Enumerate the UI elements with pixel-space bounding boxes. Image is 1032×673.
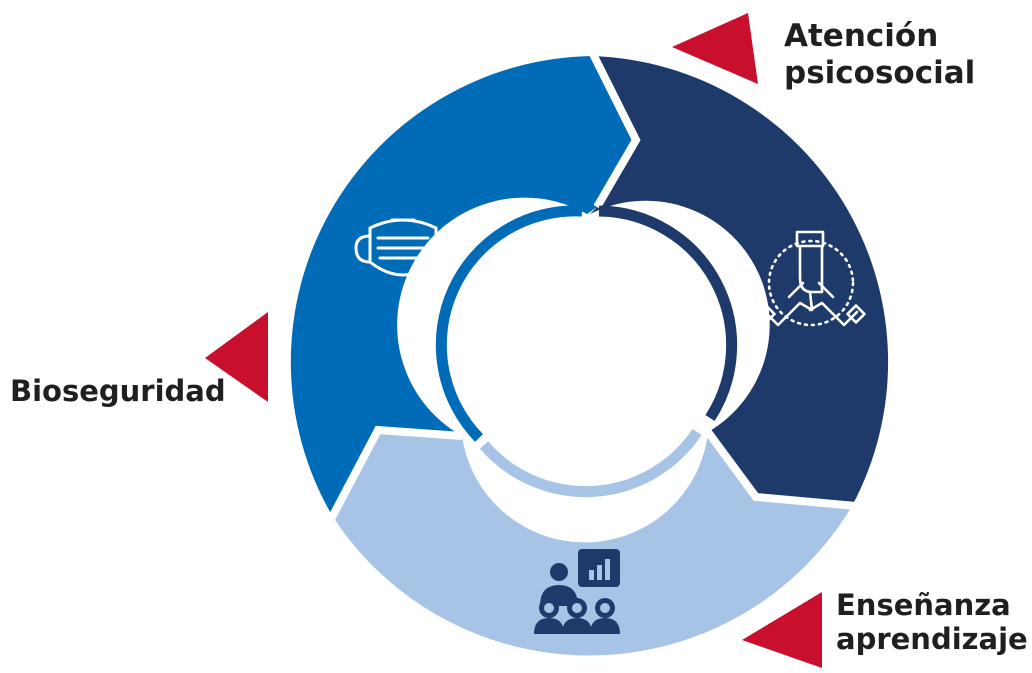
label-bioseguridad: Bioseguridad [10, 374, 226, 408]
label-atencion-line2: psicosocial [784, 54, 976, 91]
separator-right [704, 429, 857, 510]
arrow-atencion [672, 13, 758, 84]
label-atencion-psicosocial: Atención psicosocial [784, 18, 975, 91]
arrow-ensenanza [742, 592, 822, 668]
separator-top [588, 50, 641, 210]
label-ensenanza-line1: Enseñanza [836, 588, 1011, 622]
label-ensenanza-aprendizaje: Enseñanza aprendizaje [836, 588, 1028, 656]
inner-arc-ensenanza [479, 428, 702, 498]
inner-arc-bioseguridad [435, 205, 583, 442]
inner-arc-atencion [598, 205, 738, 421]
label-bioseguridad-line1: Bioseguridad [10, 374, 226, 408]
label-ensenanza-line2: aprendizaje [836, 622, 1028, 657]
face-mask-icon [354, 218, 452, 277]
group-presentation-icon [534, 549, 620, 634]
arrow-bioseguridad [205, 312, 268, 402]
segment-bioseguridad [290, 56, 636, 517]
segment-ensenanza [333, 430, 852, 656]
center-circle [470, 217, 710, 457]
hands-together-icon [756, 230, 866, 327]
label-atencion-line1: Atención [784, 18, 939, 54]
segment-atencion [590, 56, 889, 506]
separator-left [326, 425, 463, 523]
